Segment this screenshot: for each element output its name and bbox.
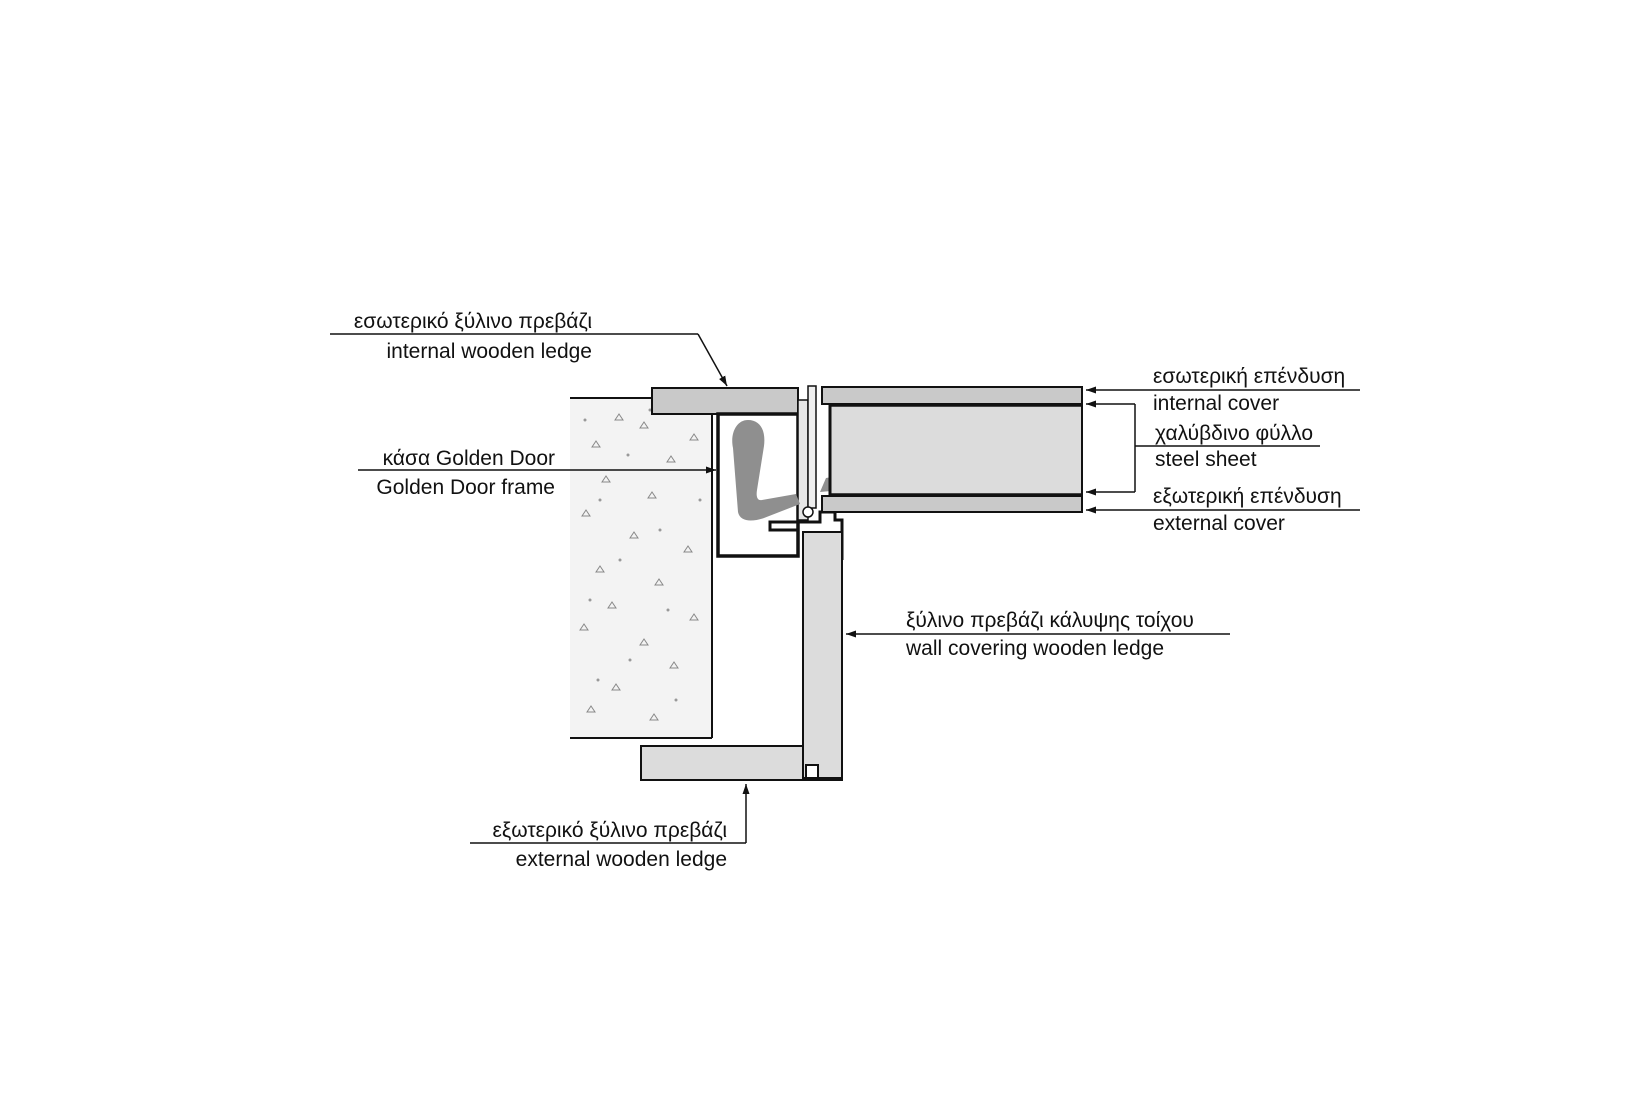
- concrete-wall: [570, 397, 713, 739]
- label-external-ledge-el: εξωτερικό ξύλινο πρεβάζι: [492, 819, 727, 842]
- label-wall-covering-ledge-en: wall covering wooden ledge: [905, 637, 1164, 660]
- internal-cover-panel: [821, 386, 1083, 405]
- leader-external-ledge: [470, 784, 750, 844]
- label-frame-en: Golden Door frame: [376, 476, 555, 499]
- label-internal-ledge-en: internal wooden ledge: [387, 340, 593, 363]
- door-core: [829, 403, 1083, 497]
- external-cover-panel: [821, 495, 1083, 513]
- leader-steel-sheet: [1086, 400, 1320, 447]
- label-external-cover-el: εξωτερική επένδυση: [1153, 485, 1342, 508]
- label-steel-sheet-en: steel sheet: [1155, 448, 1257, 471]
- external-wooden-ledge: [640, 745, 843, 781]
- label-wall-covering-ledge-el: ξύλινο πρεβάζι κάλυψης τοίχου: [906, 609, 1194, 632]
- frame-gasket: [732, 420, 800, 521]
- label-internal-cover-en: internal cover: [1153, 392, 1279, 415]
- label-external-ledge-en: external wooden ledge: [516, 848, 727, 871]
- label-external-cover-en: external cover: [1153, 512, 1285, 535]
- label-steel-sheet-el: χαλύβδινο φύλλο: [1155, 422, 1313, 445]
- internal-wooden-ledge: [651, 387, 799, 415]
- leader-internal-ledge: [330, 333, 728, 387]
- wall-covering-wooden-ledge: [802, 531, 843, 779]
- label-internal-ledge-el: εσωτερικό ξύλινο πρεβάζι: [354, 310, 592, 333]
- label-frame-el: κάσα Golden Door: [383, 447, 555, 470]
- label-internal-cover-el: εσωτερική επένδυση: [1153, 365, 1345, 388]
- door-leaf: [821, 386, 1083, 513]
- leader-external-cover: [1086, 446, 1360, 514]
